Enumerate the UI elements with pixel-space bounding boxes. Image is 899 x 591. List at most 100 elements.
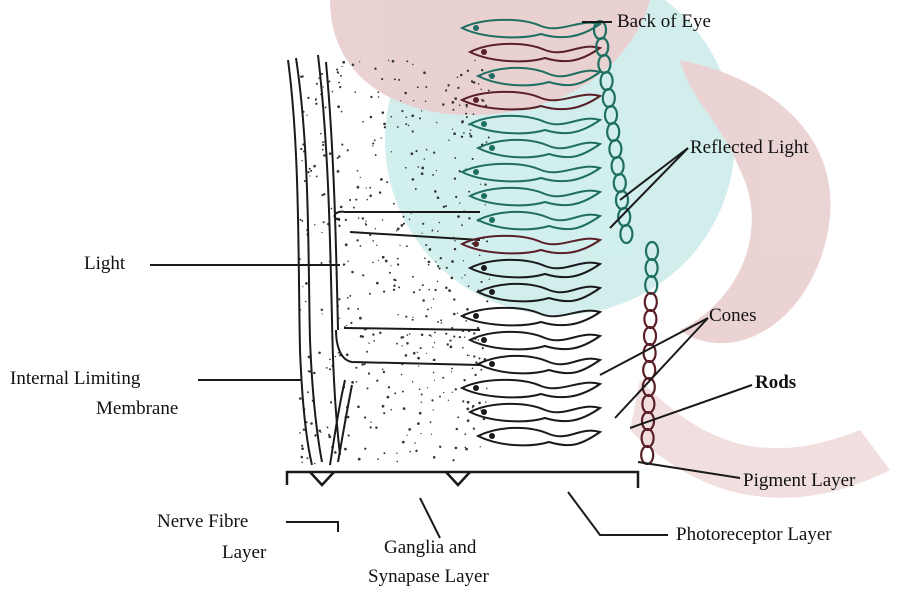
stipple-dot — [321, 194, 323, 196]
stipple-dot — [430, 422, 432, 424]
stipple-dot — [405, 167, 407, 169]
cell-nucleus — [473, 97, 479, 103]
stipple-dot — [412, 276, 414, 278]
stipple-dot — [412, 64, 413, 65]
stipple-dot — [426, 353, 427, 354]
stipple-dot — [422, 284, 424, 286]
cell-nucleus — [481, 337, 487, 343]
stipple-dot — [355, 367, 357, 369]
label-internal-limiting-1: Internal Limiting — [10, 368, 140, 390]
stipple-dot — [460, 74, 463, 77]
stipple-dot — [382, 256, 385, 259]
cell-nucleus — [481, 265, 487, 271]
stipple-dot — [339, 86, 341, 88]
stipple-dot — [393, 284, 395, 286]
stipple-dot — [455, 388, 457, 390]
stipple-dot — [347, 297, 349, 299]
stipple-dot — [377, 458, 379, 460]
stipple-dot — [471, 80, 473, 82]
stipple-dot — [480, 184, 481, 185]
stipple-dot — [393, 203, 395, 205]
stipple-dot — [486, 388, 488, 390]
stipple-dot — [456, 428, 458, 430]
stipple-dot — [383, 290, 385, 292]
stipple-dot — [314, 434, 316, 436]
stipple-dot — [417, 352, 418, 353]
stipple-dot — [459, 104, 461, 106]
stipple-dot — [417, 166, 419, 168]
stipple-dot — [349, 199, 351, 201]
stipple-dot — [397, 126, 399, 128]
stipple-dot — [465, 113, 467, 115]
stipple-dot — [474, 374, 476, 376]
stipple-dot — [467, 70, 469, 72]
pigment-cell — [641, 446, 653, 464]
stipple-dot — [421, 110, 422, 111]
stipple-dot — [336, 68, 338, 70]
stipple-dot — [332, 91, 334, 93]
stipple-dot — [488, 90, 490, 92]
stipple-dot — [374, 139, 376, 141]
stipple-dot — [421, 401, 422, 402]
stipple-dot — [467, 419, 470, 422]
stipple-dot — [482, 99, 484, 101]
stipple-dot — [447, 84, 449, 86]
stipple-dot — [351, 381, 354, 384]
stipple-dot — [304, 180, 306, 182]
stipple-dot — [322, 149, 324, 151]
stipple-dot — [381, 137, 382, 138]
stipple-dot — [325, 106, 327, 108]
stipple-dot — [473, 113, 475, 115]
stipple-dot — [389, 272, 391, 274]
stipple-dot — [299, 219, 301, 221]
stipple-dot — [394, 392, 396, 394]
stipple-dot — [485, 401, 486, 402]
stipple-dot — [305, 301, 307, 303]
stipple-dot — [347, 260, 349, 262]
stipple-dot — [313, 165, 316, 168]
stipple-dot — [453, 313, 456, 316]
stipple-dot — [403, 216, 405, 218]
stipple-dot — [299, 432, 301, 434]
stipple-dot — [315, 103, 317, 105]
stipple-dot — [466, 308, 469, 311]
label-reflected-light: Reflected Light — [690, 137, 809, 159]
stipple-dot — [404, 92, 407, 95]
stipple-dot — [400, 100, 401, 101]
stipple-dot — [420, 347, 422, 349]
stipple-dot — [355, 199, 357, 201]
stipple-dot — [432, 174, 434, 176]
stipple-dot — [433, 372, 435, 374]
stipple-dot — [436, 122, 437, 123]
stipple-dot — [307, 391, 309, 393]
stipple-dot — [431, 399, 433, 401]
stipple-dot — [442, 377, 444, 379]
stipple-dot — [411, 152, 414, 155]
stipple-dot — [403, 223, 405, 225]
stipple-dot — [321, 73, 323, 75]
stipple-dot — [315, 98, 317, 100]
stipple-dot — [480, 446, 481, 447]
stipple-dot — [316, 83, 318, 85]
stipple-dot — [436, 170, 437, 171]
stipple-dot — [480, 281, 482, 283]
stipple-dot — [306, 457, 308, 459]
stipple-dot — [323, 154, 325, 156]
stipple-dot — [454, 240, 455, 241]
pigment-cell — [645, 293, 657, 311]
stipple-dot — [433, 409, 434, 410]
stipple-dot — [337, 170, 340, 173]
photoreceptor-cell — [462, 380, 600, 398]
stipple-dot — [375, 427, 377, 429]
stipple-dot — [442, 103, 445, 106]
stipple-dot — [405, 116, 407, 118]
stipple-dot — [319, 430, 321, 432]
stipple-dot — [415, 450, 417, 452]
stipple-dot — [372, 262, 374, 264]
stipple-dot — [400, 336, 403, 339]
stipple-dot — [448, 289, 451, 292]
stipple-dot — [368, 372, 370, 374]
stipple-dot — [461, 136, 463, 138]
stipple-dot — [425, 101, 426, 102]
